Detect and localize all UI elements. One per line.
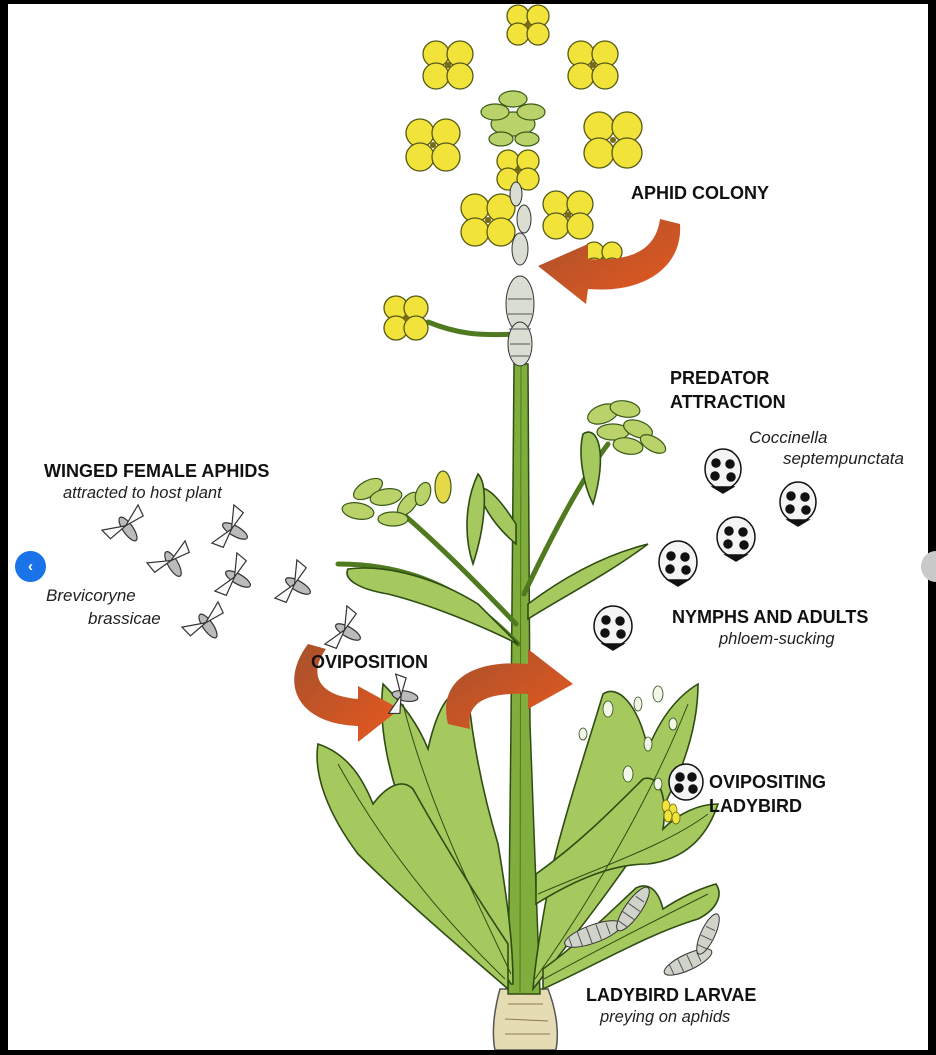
label-winged-female-sub: attracted to host plant — [63, 484, 222, 503]
label-coccinella-line2: septempunctata — [783, 449, 904, 469]
label-predator-attraction-line2: ATTRACTION — [670, 392, 786, 413]
label-predator-attraction-line1: PREDATOR — [670, 368, 769, 389]
plant-illustration — [8, 4, 928, 1050]
label-preying-on-aphids: preying on aphids — [600, 1008, 730, 1027]
label-ovipositing-line1: OVIPOSITING — [709, 772, 826, 793]
arrow-oviposition-right — [446, 649, 573, 729]
label-brevicoryne-line1: Brevicoryne — [46, 586, 136, 606]
label-phloem-sucking: phloem-sucking — [719, 630, 835, 649]
label-brevicoryne-line2: brassicae — [88, 609, 161, 629]
diagram-panel: APHID COLONY PREDATOR ATTRACTION Coccine… — [8, 4, 928, 1050]
label-ovipositing-line2: LADYBIRD — [709, 796, 802, 817]
label-aphid-colony: APHID COLONY — [631, 183, 769, 204]
label-winged-female-aphids: WINGED FEMALE APHIDS — [44, 461, 269, 482]
previous-image-button[interactable]: ‹ — [15, 551, 46, 582]
chevron-left-icon: ‹ — [28, 558, 33, 575]
label-oviposition: OVIPOSITION — [311, 652, 428, 673]
label-ladybird-larvae: LADYBIRD LARVAE — [586, 985, 756, 1006]
label-coccinella-line1: Coccinella — [749, 428, 827, 448]
label-nymphs-and-adults: NYMPHS AND ADULTS — [672, 607, 868, 628]
